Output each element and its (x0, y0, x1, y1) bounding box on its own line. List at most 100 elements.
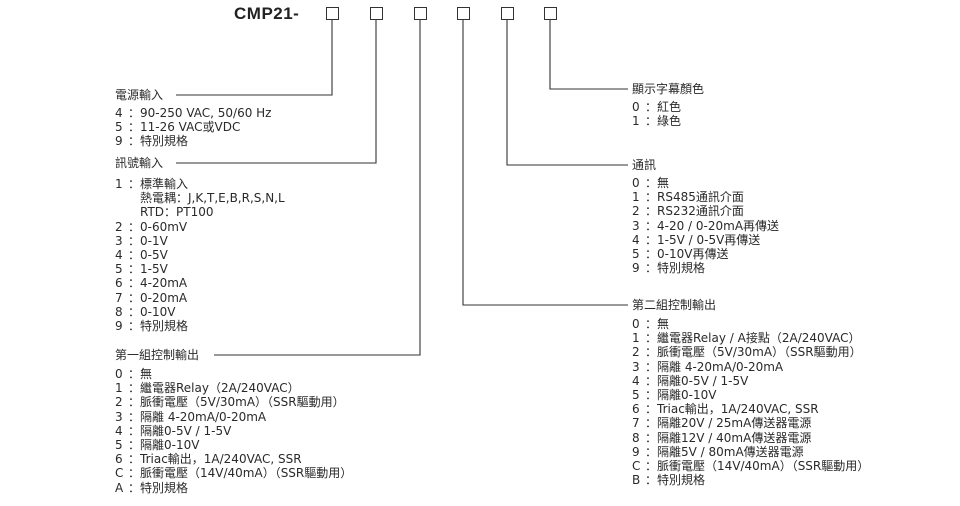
power-option: 5：11-26 VAC或VDC (115, 120, 271, 134)
option-code: 9 (115, 134, 123, 149)
input-option: 8：0-10V (115, 305, 285, 319)
option-code: 8 (115, 304, 123, 319)
option-code: 4 (632, 232, 640, 247)
option-code: C (632, 458, 641, 473)
option-separator: ： (645, 458, 658, 473)
option-separator: ： (645, 261, 658, 276)
option-code: 5 (115, 437, 123, 452)
input-title: 訊號輸入 (115, 156, 164, 170)
output1-option: A：特別規格 (115, 481, 352, 495)
option-code: 0 (632, 176, 640, 190)
option-label: 特別規格 (140, 318, 189, 333)
output2-option: 6：Triac輸出，1A/240VAC, SSR (632, 402, 869, 416)
option-separator: ： (128, 120, 141, 135)
output2-option: 2：脈衝電壓（5V/30mA）（SSR驅動用） (632, 345, 869, 359)
option-code: 7 (115, 290, 123, 305)
input-option: 3：0-1V (115, 234, 285, 248)
comm-option: 3：4-20 / 0-20mA再傳送 (632, 219, 779, 233)
option-separator: ： (128, 395, 141, 410)
output1-option: 4：隔離0-5V / 1-5V (115, 424, 352, 438)
option-separator: ： (645, 232, 658, 247)
option-code: 5 (115, 120, 123, 135)
option-separator: ： (128, 219, 141, 234)
output2-title: 第二組控制輸出 (632, 298, 717, 312)
output2-option: 3：隔離 4-20mA/0-20mA (632, 360, 869, 374)
comm-option: 1：RS485通訊介面 (632, 190, 779, 204)
option-separator: ： (128, 134, 141, 149)
output2-option: 1：繼電器Relay / A接點（2A/240VAC） (632, 331, 869, 345)
code-box-display (544, 7, 557, 20)
output1-option: 6 ：Triac輸出，1A/240VAC, SSR (115, 452, 352, 466)
option-label: 脈衝電壓（14V/40mA）（SSR驅動用） (657, 458, 870, 473)
option-code: 9 (632, 261, 640, 276)
option-separator: ： (128, 409, 141, 424)
option-label: 脈衝電壓（5V/30mA）（SSR驅動用） (140, 395, 345, 410)
option-label: Triac輸出，1A/240VAC, SSR (657, 402, 819, 417)
option-label: 4-20mA (140, 276, 188, 291)
connector-comm (506, 20, 628, 166)
connector-display (549, 20, 628, 90)
option-label: 1-5V / 0-5V再傳送 (657, 232, 761, 247)
option-code: 1 (632, 114, 640, 129)
output2-option: 7：隔離20V / 25mA傳送器電源 (632, 416, 869, 430)
output1-option: C：脈衝電壓（14V/40mA）（SSR驅動用） (115, 466, 352, 480)
input-option: 熱電耦：J,K,T,E,B,R,S,N,L (115, 191, 285, 205)
output2-option: 4：隔離0-5V / 1-5V (632, 374, 869, 388)
code-box-input (370, 7, 383, 20)
option-code: 0 (632, 317, 640, 331)
output2-option: 0：無 (632, 317, 869, 331)
power-title: 電源輸入 (115, 88, 164, 102)
comm-title: 通訊 (632, 158, 657, 172)
option-separator: ： (645, 114, 658, 129)
option-label: 熱電耦：J,K,T,E,B,R,S,N,L (140, 191, 285, 206)
option-separator: ： (645, 317, 658, 331)
option-separator: ： (645, 387, 658, 402)
option-separator: ： (645, 359, 658, 374)
option-code: 6 (632, 402, 640, 417)
option-separator: ： (128, 304, 141, 319)
option-label: 隔離20V / 25mA傳送器電源 (657, 416, 812, 431)
option-separator: ： (128, 367, 141, 381)
option-label: 特別規格 (657, 473, 706, 488)
option-label: 90-250 VAC, 50/60 Hz (140, 106, 272, 120)
comm-option: 5：0-10V再傳送 (632, 247, 779, 261)
input-option: 7：0-20mA (115, 291, 285, 305)
option-label: 0-10V再傳送 (657, 246, 729, 261)
comm-option: 4 ：1-5V / 0-5V再傳送 (632, 233, 779, 247)
input-option: 4：0-5V (115, 248, 285, 262)
option-label: RS232通訊介面 (657, 204, 744, 219)
input-option: 1：標準輸入 (115, 177, 285, 191)
output2-option: 8：隔離12V / 40mA傳送器電源 (632, 431, 869, 445)
option-code: 0 (632, 100, 640, 114)
option-label: 0-60mV (140, 219, 188, 234)
option-code: 6 (115, 452, 123, 467)
comm-option: 0：無 (632, 176, 779, 190)
output1-option: 5：隔離0-10V (115, 438, 352, 452)
option-separator: ： (645, 416, 658, 431)
option-separator: ： (645, 331, 658, 346)
option-label: 0-20mA (140, 290, 188, 305)
option-separator: ： (128, 437, 141, 452)
option-label: 隔離5V / 80mA傳送器電源 (657, 444, 804, 459)
output2-option: 5：隔離0-10V (632, 388, 869, 402)
power-option: 4：90-250 VAC, 50/60 Hz (115, 106, 271, 120)
option-separator: ： (645, 345, 658, 360)
option-label: 特別規格 (140, 480, 189, 495)
option-separator: ： (128, 452, 141, 467)
option-code: 5 (632, 387, 640, 402)
option-separator: ： (128, 466, 141, 481)
option-separator: ： (645, 176, 658, 190)
option-label: 隔離12V / 40mA傳送器電源 (657, 430, 812, 445)
option-code: 4 (115, 423, 123, 438)
option-separator: ： (128, 106, 141, 120)
option-separator: ： (128, 276, 141, 291)
code-box-comm (501, 7, 514, 20)
option-label: Triac輸出，1A/240VAC, SSR (140, 452, 302, 467)
connector-output2 (462, 20, 628, 306)
option-label: 隔離0-5V / 1-5V (657, 373, 749, 388)
option-label: 無 (140, 367, 153, 381)
code-box-output2 (457, 7, 470, 20)
option-code: 1 (115, 177, 123, 191)
option-code: 5 (632, 246, 640, 261)
